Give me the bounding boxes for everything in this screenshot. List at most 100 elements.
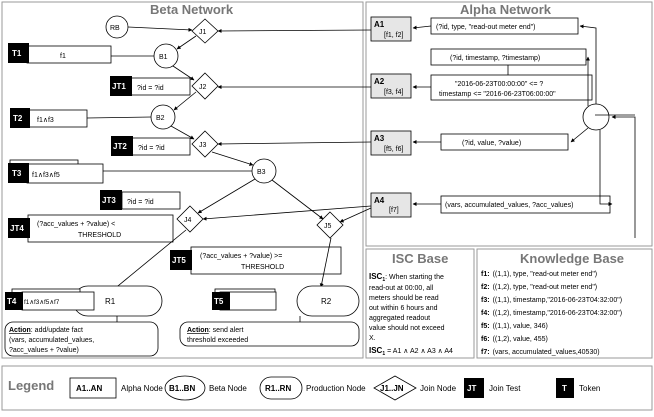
token-t1-id: T1 [12, 49, 22, 58]
legend-token-symbol-text: T [562, 384, 567, 393]
beta-network-title: Beta Network [150, 2, 234, 17]
r2-action-description: : send alert [209, 327, 244, 334]
kb-fact-f4: f4:((1,2), timestamp,"2016-06-23T04:32:0… [481, 310, 622, 317]
kb-fact-f5: f5:((1,1), value, 346) [481, 323, 548, 330]
join-test-jt4-id: JT4 [10, 224, 24, 233]
production-node-r2-label: R2 [321, 297, 332, 306]
alpha-node-a3-facts: [f5, f6] [384, 146, 404, 153]
join-node-j3-label: J3 [199, 142, 207, 149]
join-node-j2-label: J2 [199, 84, 207, 91]
alpha-a1-condition-text: (?id, type, "read-out meter end") [436, 24, 536, 31]
join-test-jt4-badge [8, 218, 30, 238]
isc-line-3: meters should be read [369, 295, 439, 302]
alpha-node-a4 [370, 192, 412, 218]
token-t3-badge [8, 163, 29, 183]
token-t1-content [26, 45, 112, 64]
join-node-j2 [191, 72, 219, 100]
isc-text-first: : When starting the [385, 274, 444, 281]
isc-formula-text: = A1 ∧ A2 ∧ A3 ∧ A4 [387, 348, 453, 355]
join-test-jt4-line1: (?acc_values + ?value) < [37, 221, 115, 228]
r1-action-description: : add/update fact [31, 327, 83, 334]
join-test-jt5-badge [170, 250, 192, 270]
legend-join-symbol-text: J1..JN [380, 384, 404, 393]
token-t1-badge [8, 43, 29, 63]
alpha-a2-condition-line1: "2016-06-23T00:00:00" <= ? [455, 81, 543, 88]
join-test-jt3-id: JT3 [102, 196, 116, 205]
legend-alpha-symbol [69, 377, 117, 399]
join-node-j5-label: J5 [324, 223, 332, 230]
r1-action-line1: Action: add/update fact [9, 327, 83, 334]
legend-token-label: Token [579, 384, 600, 393]
isc-line-4: out within 6 hours and [369, 305, 438, 312]
kb-fact-f1-id: f1: [481, 271, 490, 278]
legend-alpha-symbol-text: A1..AN [76, 384, 102, 393]
join-test-jt5-line2: THRESHOLD [241, 264, 284, 271]
alpha-node-a2-facts: [f3, f4] [384, 89, 404, 96]
join-test-jt2-text: ?id = ?id [138, 145, 165, 152]
join-test-jt1-text: ?id = ?id [137, 85, 164, 92]
isc-base-panel [365, 248, 475, 359]
beta-node-b1-label: B1 [159, 54, 168, 61]
beta-node-b3-label: B3 [257, 169, 266, 176]
alpha-node-a1-id: A1 [374, 20, 385, 29]
kb-fact-f6: f6:((1,2), value, 455) [481, 336, 548, 343]
join-node-j3 [191, 130, 219, 158]
alpha-a4-condition-text: (vars, accumulated_values, ?acc_values) [445, 202, 573, 209]
kb-fact-f7-id: f7: [481, 349, 490, 356]
alpha-a2-condition-line2: timestamp <= "2016-06-23T06:00:00" [439, 91, 556, 98]
kb-fact-f2-text: ((1,2), type, "read-out meter end") [493, 284, 598, 291]
r2-action-line1: Action: send alert [187, 327, 243, 334]
kb-fact-f3: f3:((1,1), timestamp,"2016-06-23T04:32:0… [481, 297, 622, 304]
token-t5-id: T5 [214, 297, 224, 306]
r1-action-keyword: Action [9, 327, 31, 334]
legend-join-symbol [373, 375, 417, 401]
join-node-j4 [176, 205, 204, 233]
isc-formula: ISC1= A1 ∧ A2 ∧ A3 ∧ A4 [369, 346, 453, 357]
legend-title: Legend [8, 378, 54, 393]
join-node-j1 [191, 18, 219, 44]
join-test-jt1-badge [110, 76, 132, 96]
beta-root-label: RB [110, 25, 120, 32]
join-node-j5 [316, 211, 344, 239]
kb-fact-f5-id: f5: [481, 323, 490, 330]
alpha-root-node [582, 103, 610, 131]
alpha-network-title: Alpha Network [460, 2, 552, 17]
isc-subscript: 1 [382, 277, 385, 283]
r1-action-line3: ?acc_values + ?value) [9, 347, 79, 354]
legend-alpha-label: Alpha Node [121, 384, 163, 393]
legend-join-test-label: Join Test [489, 384, 521, 393]
token-t2-badge [10, 108, 30, 128]
kb-fact-f6-text: ((1,2), value, 455) [493, 336, 548, 343]
alpha-node-a2-id: A2 [374, 77, 385, 86]
legend-production-symbol [259, 376, 303, 400]
legend-token-symbol [556, 378, 574, 398]
r1-action-box [4, 321, 159, 357]
join-test-jt1-id: JT1 [112, 82, 126, 91]
token-t3-id: T3 [12, 169, 22, 178]
isc-line-5: aggregated readout [369, 315, 430, 322]
join-test-jt2-badge [111, 136, 133, 156]
kb-fact-f3-text: ((1,1), timestamp,"2016-06-23T04:32:00") [493, 297, 622, 304]
r2-action-keyword: Action [187, 327, 209, 334]
legend-production-symbol-text: R1..RN [265, 384, 291, 393]
token-t3-facts: f1∧f3∧f5 [32, 172, 60, 179]
alpha-node-a1-facts: [f1, f2] [384, 32, 404, 39]
kb-fact-f2: f2:((1,2), type, "read-out meter end") [481, 284, 597, 291]
r2-action-line2: threshold exceeded [187, 337, 248, 344]
legend-beta-symbol [164, 375, 206, 401]
r1-action-line2: (vars, accumulated_values, [9, 337, 94, 344]
isc-line-6: value should not exceed [369, 325, 445, 332]
alpha-node-a3-id: A3 [374, 134, 385, 143]
kb-fact-f5-text: ((1,1), value, 346) [493, 323, 548, 330]
alpha-a2-condition [430, 74, 593, 101]
r2-action-box [179, 321, 360, 347]
legend-beta-symbol-text: B1..BN [169, 384, 195, 393]
production-node-r2 [296, 285, 360, 317]
beta-node-b2-label: B2 [156, 115, 165, 122]
token-t4-facts: f1∧f3∧f5∧f7 [24, 299, 60, 306]
legend-beta-label: Beta Node [209, 384, 247, 393]
kb-fact-f1-text: ((1,1), type, "read-out meter end") [493, 271, 598, 278]
join-test-jt5-line1: (?acc_values + ?value) >= [200, 253, 282, 260]
alpha-node-a2 [370, 73, 412, 99]
